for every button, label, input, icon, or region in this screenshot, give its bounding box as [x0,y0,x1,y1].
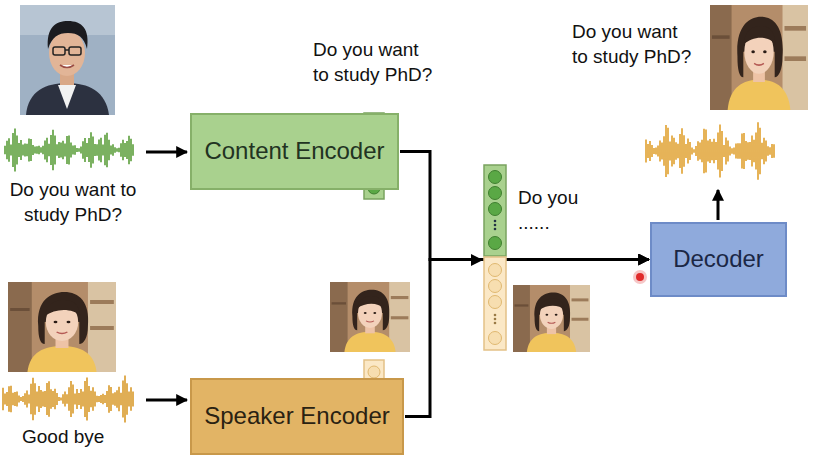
waveform-part [5,128,133,171]
waveform-part [3,375,133,422]
concat-vector-part [489,203,502,216]
concat-vector-part [484,165,506,256]
pointer-dot-part [633,270,647,284]
box-label: Speaker Encoder [204,402,389,430]
concat-vector-part [489,237,502,250]
concat-vector-part [494,314,497,317]
speaker-photo-part [330,282,410,352]
speaker-photo-part [513,285,590,352]
waveform-part [646,122,774,179]
input-arrow-part [146,399,187,402]
speaker-photo [513,285,590,352]
encoder-box: Content Encoder [190,113,399,190]
arrowhead-part [471,254,483,266]
flow-arrow [405,260,649,417]
encoder-box: Speaker Encoder [190,378,404,455]
concat-vector-part [494,228,497,231]
caption-text: Good bye [22,425,142,450]
concat-vector [484,165,506,350]
caption-text: Do you ...... [518,186,590,235]
flow-arrow [400,152,649,260]
box-label: Content Encoder [204,137,384,165]
concat-vector-part [494,220,497,223]
input-arrow-part [717,190,720,220]
concat-vector-part [489,296,502,309]
speaker-photo [330,282,410,352]
concat-vector-part [494,322,497,325]
concat-vector-part [489,171,502,184]
concat-vector-part [484,257,506,350]
speaker-photo [20,5,115,115]
waveform [3,375,133,422]
waveform [5,128,133,171]
concat-vector-part [489,280,502,293]
speaker-photo-part [8,282,116,372]
concat-vector-part [494,224,497,227]
speaker-photo [8,282,116,372]
concat-vector-part [489,264,502,277]
decoder-box: Decoder [650,222,787,297]
caption-text: Do you want to study PhD? [8,178,138,227]
waveform [646,122,774,179]
speaker-vector-part [368,366,380,378]
input-arrow-part [146,151,187,154]
caption-text: Do you want to study PhD? [572,20,697,69]
box-label: Decoder [673,245,764,273]
pointer-dot [633,270,647,284]
concat-vector-part [489,187,502,200]
caption-text: Do you want to study PhD? [313,38,438,87]
speaker-photo [710,5,808,110]
speaker-photo-part [20,5,115,115]
pointer-dot-part [636,273,644,281]
concat-vector-part [494,318,497,321]
concat-vector-part [489,332,502,345]
speaker-photo-part [710,5,808,110]
